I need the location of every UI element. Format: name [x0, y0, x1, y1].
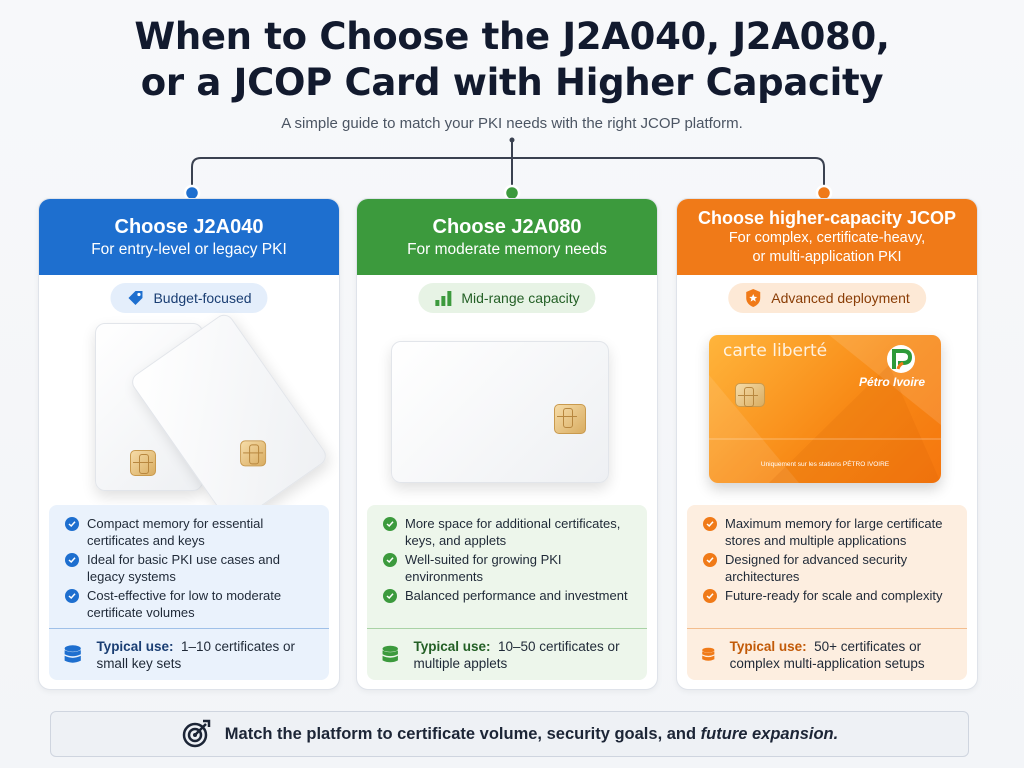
- check-icon: [383, 517, 397, 531]
- column-heading: Choose J2A080: [432, 215, 582, 238]
- check-icon: [703, 589, 717, 603]
- footer-text-italic: future expansion.: [700, 724, 839, 743]
- bullet-text: More space for additional certificates, …: [405, 516, 621, 548]
- badge-midrange: Mid-range capacity: [418, 283, 596, 313]
- list-item: More space for additional certificates, …: [383, 515, 635, 549]
- typical-label: Typical use:: [96, 638, 174, 654]
- bullet-text: Cost-effective for low to moderate certi…: [87, 588, 282, 620]
- bullet-text: Ideal for basic PKI use cases and legacy…: [87, 552, 280, 584]
- bullet-text: Designed for advanced security architect…: [725, 552, 908, 584]
- check-icon: [65, 553, 79, 567]
- petro-ivoire-logo-icon: [887, 345, 915, 373]
- database-icon: [702, 647, 715, 661]
- column-heading: Choose J2A040: [114, 215, 264, 238]
- bullet-text: Well-suited for growing PKI environments: [405, 552, 562, 584]
- list-item: Compact memory for essential certificate…: [65, 515, 317, 549]
- bar-chart-icon: [435, 291, 452, 306]
- footer-text: Match the platform to certificate volume…: [225, 725, 838, 744]
- title-line-2: or a JCOP Card with Higher Capacity: [140, 61, 884, 104]
- bullet-text: Compact memory for essential certificate…: [87, 516, 264, 548]
- connector-lines: [183, 137, 833, 202]
- bullet-text: Maximum memory for large certificate sto…: [725, 516, 943, 548]
- database-icon: [382, 645, 398, 662]
- chip-icon: [554, 404, 586, 434]
- check-icon: [383, 553, 397, 567]
- list-item: Future-ready for scale and complexity: [703, 587, 955, 604]
- card-brand: carte liberté: [723, 341, 828, 361]
- column-jcop: Choose higher-capacity JCOP For complex,…: [676, 198, 978, 690]
- check-icon: [703, 517, 717, 531]
- page-title: When to Choose the J2A040, J2A080, or a …: [0, 14, 1024, 106]
- column-header: Choose higher-capacity JCOP For complex,…: [677, 199, 977, 275]
- branded-card-image: carte liberté Pétro Ivoire Uniquement su…: [709, 335, 941, 483]
- badge-budget: Budget-focused: [110, 283, 268, 313]
- page-subtitle: A simple guide to match your PKI needs w…: [281, 115, 743, 132]
- badge-label: Mid-range capacity: [461, 290, 580, 306]
- smart-card-image: [391, 341, 609, 483]
- typical-value: 10–50 certificates or multiple applets: [413, 638, 620, 671]
- list-item: Ideal for basic PKI use cases and legacy…: [65, 551, 317, 585]
- check-icon: [383, 589, 397, 603]
- check-icon: [703, 553, 717, 567]
- column-subheading: For entry-level or legacy PKI: [91, 240, 287, 258]
- column-header: Choose J2A080 For moderate memory needs: [357, 199, 657, 275]
- typical-use: Typical use: 10–50 certificates or multi…: [367, 628, 647, 680]
- list-item: Well-suited for growing PKI environments: [383, 551, 635, 585]
- typical-value: 1–10 certificates or small key sets: [96, 638, 296, 671]
- typical-label: Typical use:: [729, 638, 807, 654]
- badge-advanced: Advanced deployment: [728, 283, 926, 313]
- typical-use: Typical use: 50+ certificates or complex…: [687, 628, 967, 680]
- list-item: Maximum memory for large certificate sto…: [703, 515, 955, 549]
- chip-icon: [130, 450, 156, 476]
- card-logo-text: Pétro Ivoire: [859, 375, 926, 389]
- column-j2a080: Choose J2A080 For moderate memory needs …: [356, 198, 658, 690]
- bullet-text: Future-ready for scale and complexity: [725, 588, 943, 603]
- column-subheading: For complex, certificate-heavy, or multi…: [728, 229, 926, 265]
- database-icon: [64, 644, 81, 663]
- feature-list: Compact memory for essential certificate…: [49, 505, 329, 680]
- footer-banner: Match the platform to certificate volume…: [50, 711, 969, 757]
- typical-use: Typical use: 1–10 certificates or small …: [49, 628, 329, 680]
- target-icon: [182, 719, 211, 748]
- list-item: Designed for advanced security architect…: [703, 551, 955, 585]
- badge-label: Advanced deployment: [771, 290, 910, 306]
- shield-star-icon: [746, 289, 761, 307]
- feature-list: Maximum memory for large certificate sto…: [687, 505, 967, 680]
- typical-label: Typical use:: [413, 638, 491, 654]
- title-line-1: When to Choose the J2A040, J2A080,: [134, 15, 890, 58]
- chip-icon: [240, 440, 267, 467]
- tag-icon: [128, 291, 143, 305]
- check-icon: [65, 589, 79, 603]
- column-header: Choose J2A040 For entry-level or legacy …: [39, 199, 339, 275]
- footer-text-main: Match the platform to certificate volume…: [224, 724, 697, 743]
- typical-value: 50+ certificates or complex multi-applic…: [729, 638, 925, 671]
- badge-label: Budget-focused: [153, 290, 252, 306]
- bullet-text: Balanced performance and investment: [405, 588, 628, 603]
- list-item: Cost-effective for low to moderate certi…: [65, 587, 317, 621]
- chip-icon: [735, 383, 765, 407]
- column-j2a040: Choose J2A040 For entry-level or legacy …: [38, 198, 340, 690]
- column-subheading: For moderate memory needs: [407, 240, 607, 258]
- column-heading: Choose higher-capacity JCOP: [697, 207, 957, 228]
- list-item: Balanced performance and investment: [383, 587, 635, 604]
- card-footer-text: Uniquement sur les stations PÉTRO IVOIRE: [760, 461, 890, 468]
- check-icon: [65, 517, 79, 531]
- feature-list: More space for additional certificates, …: [367, 505, 647, 680]
